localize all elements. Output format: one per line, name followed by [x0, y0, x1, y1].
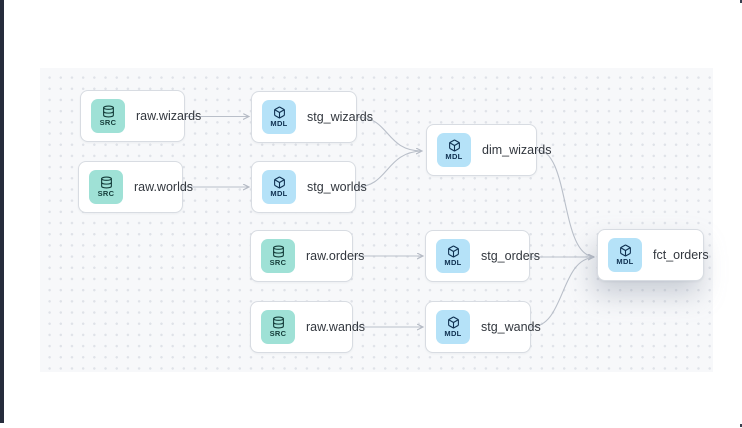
node-stg-worlds[interactable]: MDL stg_worlds	[251, 161, 367, 213]
cube-icon	[273, 106, 285, 119]
node-label: raw.worlds	[134, 180, 194, 194]
model-badge: MDL	[437, 133, 471, 167]
cube-icon	[447, 245, 459, 258]
badge-label: MDL	[445, 152, 463, 162]
node-label: raw.wands	[306, 320, 366, 334]
node-dim-wizards[interactable]: MDL dim_wizards	[426, 124, 551, 176]
node-stg-wands[interactable]: MDL stg_wands	[425, 301, 541, 353]
node-label: stg_orders	[481, 249, 541, 263]
node-stg-orders[interactable]: MDL stg_orders	[425, 230, 540, 282]
model-badge: MDL	[262, 170, 296, 204]
model-badge: MDL	[608, 238, 642, 272]
node-label: stg_worlds	[307, 180, 367, 194]
left-window-edge	[0, 0, 4, 423]
badge-label: MDL	[444, 329, 462, 339]
window-corner-artifact	[740, 0, 742, 3]
badge-label: MDL	[444, 258, 462, 268]
cube-icon	[448, 139, 460, 152]
node-fct-orders[interactable]: MDL fct_orders	[597, 229, 709, 281]
source-badge: SRC	[89, 170, 123, 204]
node-label: dim_wizards	[482, 143, 552, 157]
cube-icon	[619, 244, 631, 257]
source-badge: SRC	[261, 310, 295, 344]
source-badge: SRC	[91, 99, 125, 133]
database-icon	[102, 105, 114, 118]
database-icon	[272, 316, 284, 329]
node-raw-wizards[interactable]: SRC raw.wizards	[80, 90, 201, 142]
node-stg-wizards[interactable]: MDL stg_wizards	[251, 91, 373, 143]
node-label: stg_wands	[481, 320, 541, 334]
cube-icon	[447, 316, 459, 329]
model-badge: MDL	[436, 239, 470, 273]
badge-label: SRC	[269, 329, 287, 339]
badge-label: SRC	[97, 189, 115, 199]
node-raw-worlds[interactable]: SRC raw.worlds	[78, 161, 193, 213]
database-icon	[100, 176, 112, 189]
badge-label: MDL	[616, 257, 634, 267]
cube-icon	[273, 176, 285, 189]
window-corner-artifact	[740, 424, 742, 427]
node-label: raw.wizards	[136, 109, 202, 123]
database-icon	[272, 245, 284, 258]
node-label: fct_orders	[653, 248, 709, 262]
badge-label: MDL	[270, 119, 288, 129]
dag-canvas[interactable]	[40, 68, 713, 372]
node-raw-orders[interactable]: SRC raw.orders	[250, 230, 364, 282]
node-label: raw.orders	[306, 249, 365, 263]
model-badge: MDL	[436, 310, 470, 344]
source-badge: SRC	[261, 239, 295, 273]
badge-label: SRC	[269, 258, 287, 268]
node-raw-wands[interactable]: SRC raw.wands	[250, 301, 365, 353]
model-badge: MDL	[262, 100, 296, 134]
badge-label: MDL	[270, 189, 288, 199]
node-label: stg_wizards	[307, 110, 373, 124]
badge-label: SRC	[99, 118, 117, 128]
